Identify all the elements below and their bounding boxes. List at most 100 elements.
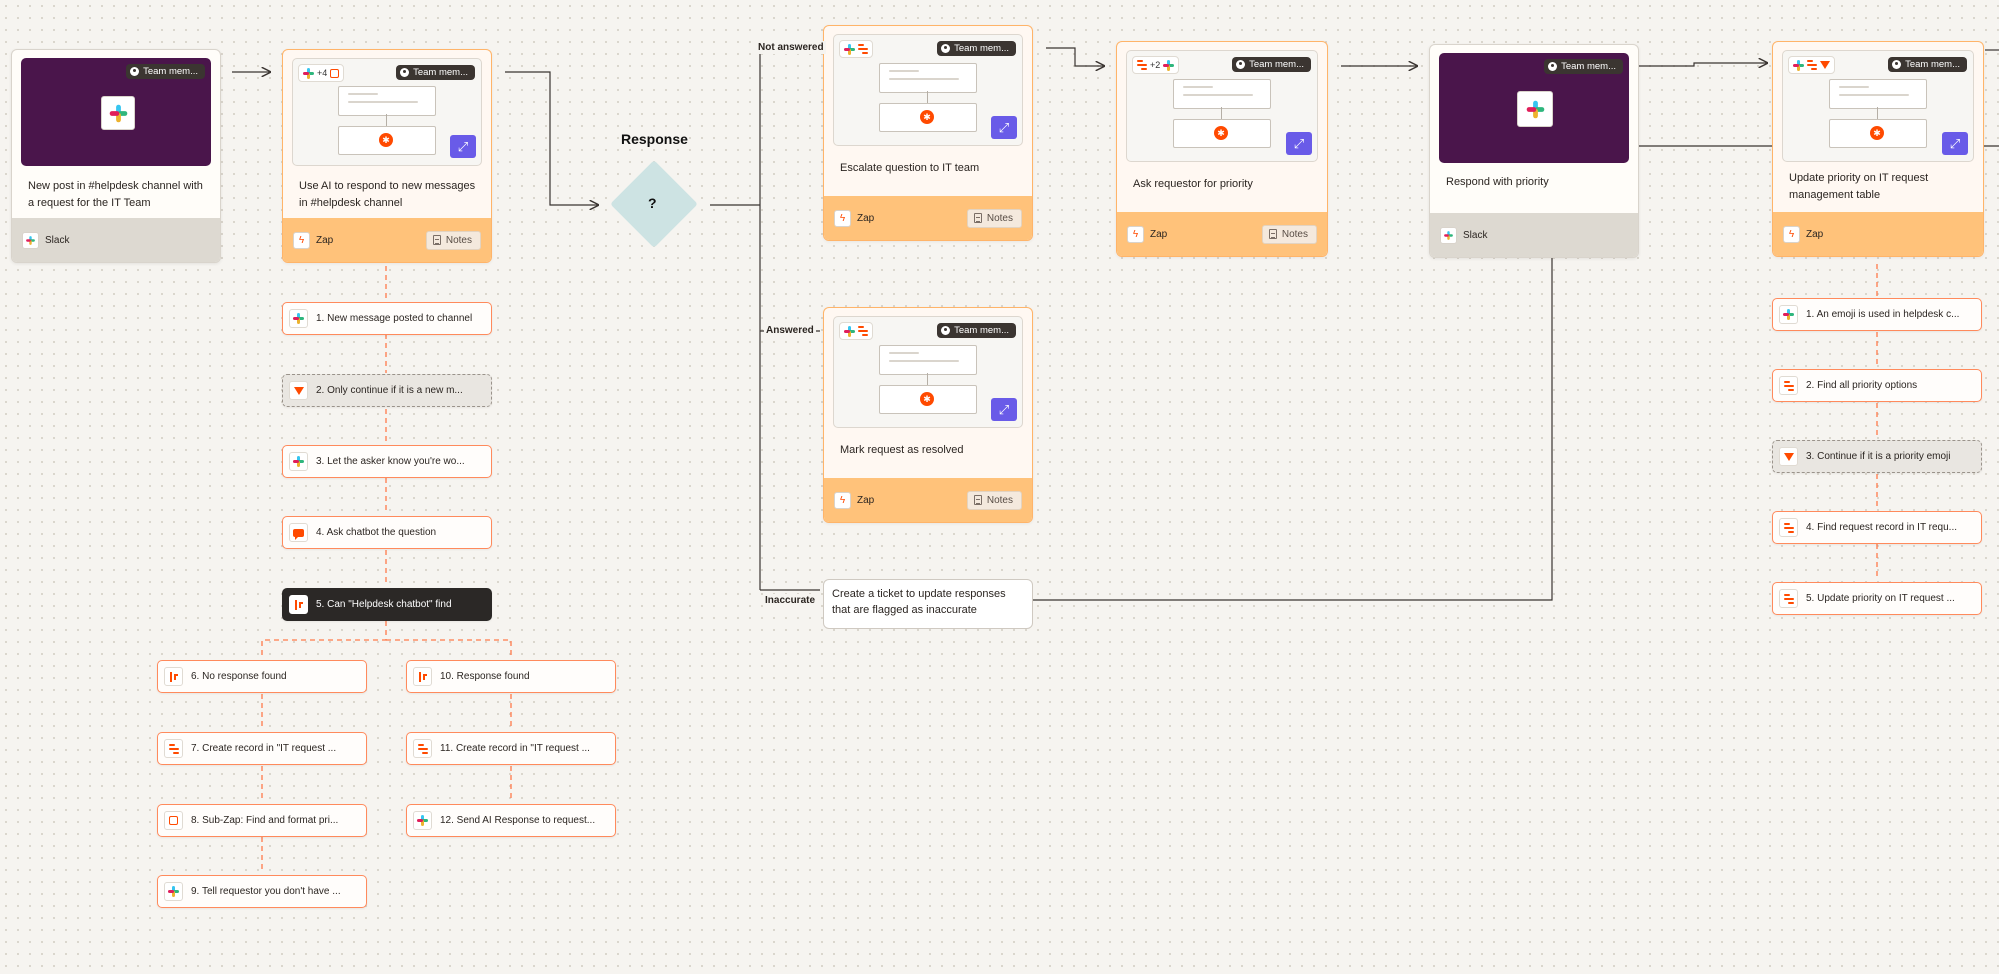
notes-button[interactable]: Notes	[966, 490, 1022, 510]
filter-icon	[1779, 447, 1798, 466]
table-icon	[1137, 60, 1147, 70]
team-member-badge: Team mem...	[396, 65, 475, 80]
card-title: Use AI to respond to new messages in #he…	[299, 180, 476, 209]
app-icons	[1788, 56, 1835, 74]
notes-button[interactable]: Notes	[1261, 224, 1317, 244]
zap-icon: ϟ	[1127, 225, 1144, 243]
app-icons: +2	[1132, 56, 1180, 74]
team-member-badge: Team mem...	[126, 64, 205, 79]
step-let-asker-know[interactable]: 3. Let the asker know you're wo...	[282, 445, 492, 478]
resolved-card[interactable]: Team mem... ✱ ⤢ Mark request as resolved…	[823, 307, 1033, 523]
step-sub-zap[interactable]: 8. Sub-Zap: Find and format pri...	[157, 804, 367, 837]
slack-icon	[164, 882, 183, 901]
table-icon	[1779, 518, 1798, 537]
user-icon	[400, 68, 410, 77]
trigger-card[interactable]: Team mem... New post in #helpdesk channe…	[11, 49, 221, 263]
user-icon	[941, 44, 951, 53]
step-create-record-a[interactable]: 7. Create record in "IT request ...	[157, 732, 367, 765]
slack-icon	[413, 811, 432, 830]
escalate-card[interactable]: Team mem... ✱ ⤢ Escalate question to IT …	[823, 25, 1033, 241]
step-update-priority[interactable]: 5. Update priority on IT request ...	[1772, 582, 1982, 615]
zap-icon: ϟ	[834, 209, 851, 227]
app-icons: +4	[298, 64, 345, 82]
subzap-icon	[164, 811, 183, 830]
team-member-badge: Team mem...	[1888, 57, 1967, 72]
slack-logo-icon	[101, 96, 135, 130]
respond-priority-card[interactable]: Team mem... Respond with priority Slack	[1429, 44, 1639, 258]
user-icon	[1548, 62, 1558, 71]
document-icon	[973, 495, 982, 505]
ai-respond-card[interactable]: +4 Team mem... ✱ ⤢ Use AI to respond to …	[282, 49, 492, 263]
zap-preview: Team mem... ✱ ⤢	[833, 34, 1023, 146]
card-title: New post in #helpdesk channel with a req…	[28, 180, 203, 209]
branch-label-answered: Answered	[764, 324, 816, 337]
slack-icon	[1440, 226, 1457, 244]
step-tell-requestor[interactable]: 9. Tell requestor you don't have ...	[157, 875, 367, 908]
branch-label-not-answered: Not answered	[756, 41, 826, 54]
notes-button[interactable]: Notes	[966, 208, 1022, 228]
card-footer: ϟ Zap Notes	[1117, 212, 1327, 256]
card-title: Mark request as resolved	[840, 444, 964, 456]
ticket-card[interactable]: Create a ticket to update responses that…	[823, 579, 1033, 629]
zap-icon: ϟ	[834, 491, 851, 509]
slack-icon	[289, 309, 308, 328]
document-icon	[432, 235, 441, 245]
zap-preview: Team mem... ✱ ⤢	[833, 316, 1023, 428]
zap-preview: +2 Team mem... ✱ ⤢	[1126, 50, 1318, 162]
card-footer: ϟ Zap Notes	[283, 218, 491, 262]
step-emoji-used[interactable]: 1. An emoji is used in helpdesk c...	[1772, 298, 1982, 331]
card-title: Escalate question to IT team	[840, 162, 980, 174]
zap-icon: ✱	[1870, 126, 1884, 140]
decision-symbol: ?	[648, 195, 657, 211]
chatbot-icon	[289, 523, 308, 542]
expand-button[interactable]: ⤢	[991, 116, 1017, 139]
zap-icon: ✱	[920, 110, 934, 124]
card-title: Ask requestor for priority	[1133, 178, 1253, 190]
step-filter-priority-emoji[interactable]: 3. Continue if it is a priority emoji	[1772, 440, 1982, 473]
step-send-ai-response[interactable]: 12. Send AI Response to request...	[406, 804, 616, 837]
notes-button[interactable]: Notes	[425, 230, 481, 250]
card-footer: Slack	[1430, 213, 1638, 257]
step-chatbot-find-branch[interactable]: 5. Can "Helpdesk chatbot" find	[282, 588, 492, 621]
card-footer: ϟ Zap Notes	[824, 478, 1032, 522]
team-member-badge: Team mem...	[1232, 57, 1311, 72]
step-create-record-b[interactable]: 11. Create record in "IT request ...	[406, 732, 616, 765]
slack-thumbnail: Team mem...	[1439, 53, 1629, 163]
expand-button[interactable]: ⤢	[1942, 132, 1968, 155]
step-new-message[interactable]: 1. New message posted to channel	[282, 302, 492, 335]
card-title: Update priority on IT request management…	[1789, 172, 1929, 201]
zap-icon: ✱	[1214, 126, 1228, 140]
step-no-response-found[interactable]: 6. No response found	[157, 660, 367, 693]
slack-icon	[1779, 305, 1798, 324]
team-member-badge: Team mem...	[937, 41, 1016, 56]
zap-preview: Team mem... ✱ ⤢	[1782, 50, 1974, 162]
step-find-request-record[interactable]: 4. Find request record in IT requ...	[1772, 511, 1982, 544]
step-find-priority-options[interactable]: 2. Find all priority options	[1772, 369, 1982, 402]
expand-button[interactable]: ⤢	[450, 135, 476, 158]
table-icon	[1779, 376, 1798, 395]
user-icon	[1892, 60, 1902, 69]
decision-title: Response	[621, 131, 688, 147]
app-icons	[839, 40, 873, 58]
slack-icon	[289, 452, 308, 471]
step-response-found[interactable]: 10. Response found	[406, 660, 616, 693]
slack-icon	[844, 43, 855, 55]
update-priority-card[interactable]: Team mem... ✱ ⤢ Update priority on IT re…	[1772, 41, 1984, 257]
table-icon	[858, 326, 868, 336]
step-ask-chatbot[interactable]: 4. Ask chatbot the question	[282, 516, 492, 549]
step-filter-new-message[interactable]: 2. Only continue if it is a new m...	[282, 374, 492, 407]
ask-priority-card[interactable]: +2 Team mem... ✱ ⤢ Ask requestor for pri…	[1116, 41, 1328, 257]
document-icon	[1268, 229, 1277, 239]
zap-icon: ✱	[379, 133, 393, 147]
document-icon	[973, 213, 982, 223]
branch-icon	[413, 667, 432, 686]
expand-button[interactable]: ⤢	[1286, 132, 1312, 155]
user-icon	[1236, 60, 1246, 69]
branch-icon	[164, 667, 183, 686]
expand-button[interactable]: ⤢	[991, 398, 1017, 421]
user-icon	[130, 67, 140, 76]
card-footer: Slack	[12, 218, 220, 262]
table-icon	[164, 739, 183, 758]
team-member-badge: Team mem...	[937, 323, 1016, 338]
team-member-badge: Team mem...	[1544, 59, 1623, 74]
